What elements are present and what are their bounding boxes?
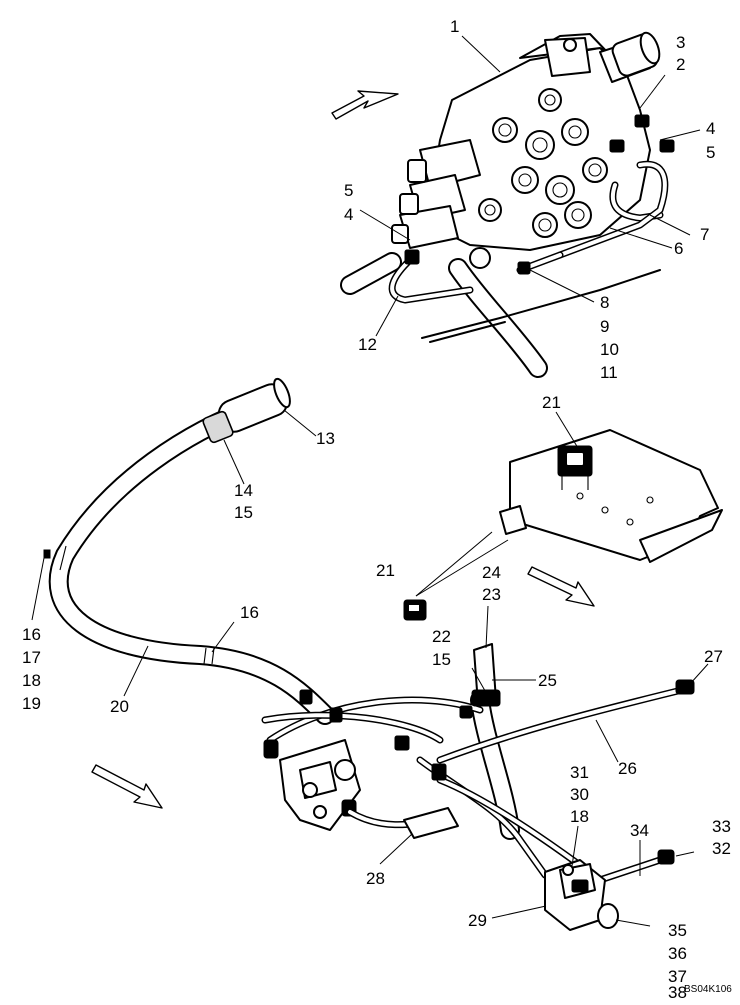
callout-17: 17 (22, 648, 41, 667)
callout-25: 25 (538, 671, 557, 690)
callout-15a: 15 (234, 503, 253, 522)
direction-arrow-middle (527, 566, 595, 607)
callout-5b: 5 (344, 181, 353, 200)
callout-4b: 4 (344, 205, 353, 224)
callout-14: 14 (234, 481, 253, 500)
callout-22: 22 (432, 627, 451, 646)
callout-15b: 15 (432, 650, 451, 669)
callout-10: 10 (600, 340, 619, 359)
drawing-code: BS04K106 (684, 984, 732, 995)
callout-labels: 1 3 2 4 5 5 4 7 6 8 9 10 11 12 13 14 15 … (22, 17, 732, 1002)
callout-34: 34 (630, 821, 649, 840)
callout-36: 36 (668, 944, 687, 963)
callout-9: 9 (600, 317, 609, 336)
callout-28: 28 (366, 869, 385, 888)
callout-30: 30 (570, 785, 589, 804)
switch-part (403, 599, 427, 621)
callout-37: 37 (668, 967, 687, 986)
callout-18b: 18 (570, 807, 589, 826)
callout-21b: 21 (376, 561, 395, 580)
callout-18a: 18 (22, 671, 41, 690)
callout-33: 33 (712, 817, 731, 836)
callout-4a: 4 (706, 119, 715, 138)
callout-16a: 16 (240, 603, 259, 622)
callout-31: 31 (570, 763, 589, 782)
callout-20: 20 (110, 697, 129, 716)
callout-21a: 21 (542, 393, 561, 412)
callout-19: 19 (22, 694, 41, 713)
callout-8: 8 (600, 293, 609, 312)
callout-26: 26 (618, 759, 637, 778)
callout-2: 2 (676, 55, 685, 74)
callout-3: 3 (676, 33, 685, 52)
callout-16b: 16 (22, 625, 41, 644)
callout-35: 35 (668, 921, 687, 940)
valve-ports (478, 88, 608, 238)
callout-29: 29 (468, 911, 487, 930)
direction-arrow-top (331, 90, 399, 120)
callout-5a: 5 (706, 143, 715, 162)
callout-7: 7 (700, 225, 709, 244)
direction-arrow-bottom (91, 764, 163, 809)
callout-38: 38 (668, 983, 687, 1000)
callout-6: 6 (674, 239, 683, 258)
lower-valve-assembly (261, 643, 695, 931)
main-hose-loop (43, 377, 335, 725)
callout-11: 11 (600, 363, 618, 382)
callout-23: 23 (482, 585, 501, 604)
callout-27: 27 (704, 647, 723, 666)
leader-lines (31, 35, 709, 927)
callout-12: 12 (358, 335, 377, 354)
callout-13: 13 (316, 429, 335, 448)
callout-24: 24 (482, 563, 501, 582)
callout-1: 1 (450, 17, 459, 36)
callout-32: 32 (712, 839, 731, 858)
switch-bracket (499, 429, 723, 563)
control-valve-assembly (340, 31, 675, 378)
